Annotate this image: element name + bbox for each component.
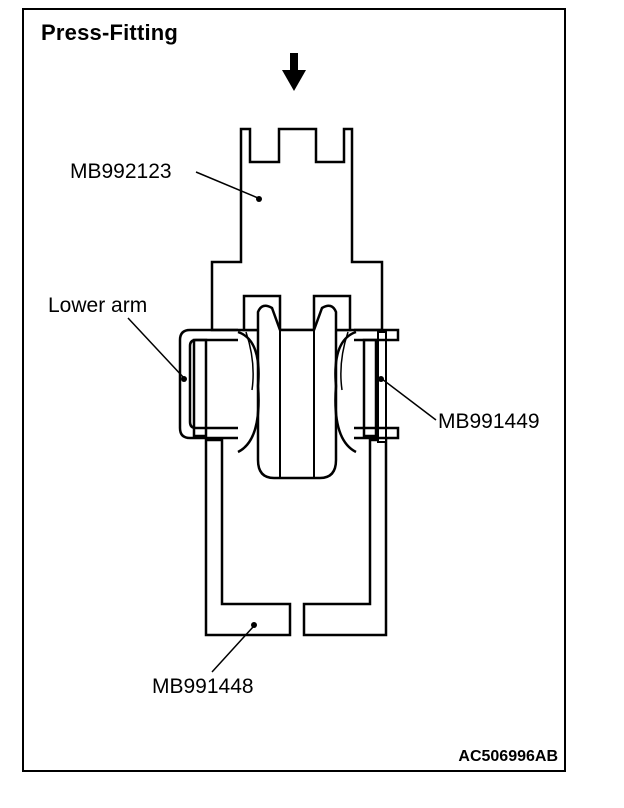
tool-mb991449	[192, 331, 387, 443]
label-mb991449: MB991449	[438, 410, 540, 433]
leader-mb992123	[195, 171, 259, 199]
label-mb992123: MB992123	[70, 160, 172, 183]
diagram-title: Press-Fitting	[41, 20, 179, 45]
leader-dot-lower-arm	[181, 376, 187, 382]
leader-dot-mb992123	[256, 196, 262, 202]
leader-dot-mb991448	[251, 622, 257, 628]
leader-dot-mb991449	[378, 376, 384, 382]
bushing	[237, 294, 357, 480]
lower-arm	[178, 328, 400, 440]
tool-mb991448-right	[302, 438, 388, 637]
leader-mb991448	[211, 626, 254, 673]
label-mb991448: MB991448	[152, 675, 254, 698]
label-lower-arm: Lower arm	[48, 294, 147, 317]
tool-mb992123	[210, 127, 384, 332]
leader-lower-arm	[127, 317, 185, 379]
tool-mb991448	[204, 438, 292, 637]
press-arrow-icon	[282, 53, 306, 91]
leader-mb991449	[381, 378, 437, 421]
figure-id: AC506996AB	[458, 748, 558, 765]
